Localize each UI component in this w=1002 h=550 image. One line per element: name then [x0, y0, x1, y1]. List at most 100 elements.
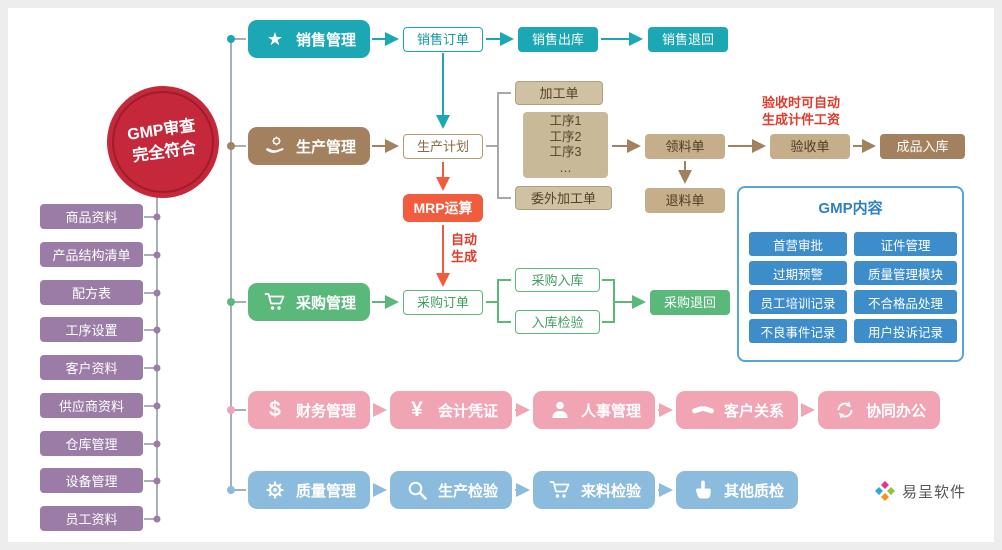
node-label: 其他质检 — [724, 482, 785, 500]
left-menu-label: 工序设置 — [65, 323, 118, 338]
acceptance-note-line1: 验收时可自动 — [762, 95, 841, 110]
node-acceptance: 验收单 — [770, 134, 850, 159]
vendor-logo-icon — [875, 481, 895, 501]
node-label: 销售管理 — [296, 31, 357, 49]
magnifier-icon — [405, 479, 429, 501]
gmp-item-label: 质量管理模块 — [867, 267, 943, 282]
node-label: 成品入库 — [896, 139, 949, 154]
process-step-label: 工序2 — [549, 129, 582, 144]
cart-icon — [263, 291, 287, 313]
dollar-icon: $ — [269, 398, 281, 421]
sync-icon — [833, 399, 857, 421]
node-label: 采购入库 — [531, 272, 584, 288]
node-incoming-inspection: 来料检验 — [533, 471, 655, 509]
gmp-item-label: 员工培训记录 — [760, 296, 836, 311]
gmp-item-adverse-events: 不良事件记录 — [749, 319, 847, 343]
node-finance-management: $ 财务管理 — [248, 391, 370, 429]
node-label: 客户关系 — [724, 402, 785, 420]
gmp-item-label: 不良事件记录 — [760, 325, 836, 340]
yuan-icon: ¥ — [411, 398, 423, 421]
left-menu-label: 供应商资料 — [58, 399, 124, 414]
left-menu-label: 仓库管理 — [65, 437, 118, 452]
left-menu-label: 设备管理 — [65, 474, 118, 489]
production-bracket — [486, 92, 511, 199]
node-purchase-inbound: 采购入库 — [515, 268, 600, 292]
node-sales-management: ★ 销售管理 — [248, 20, 370, 58]
node-label: 委外加工单 — [530, 190, 596, 206]
node-inbound-inspection: 入库检验 — [515, 310, 600, 334]
node-quality-management: 质量管理 — [248, 471, 370, 509]
person-icon — [548, 399, 572, 421]
node-hr-management: 人事管理 — [533, 391, 655, 429]
gmp-badge: GMP审查 完全符合 — [99, 78, 227, 206]
node-sales-outbound: 销售出库 — [518, 27, 598, 52]
node-label: 会计凭证 — [438, 402, 499, 420]
gmp-panel: GMP内容 首营审批 过期预警 员工培训记录 不良事件记录 证件管理 质量管理模… — [737, 186, 964, 362]
gmp-item-nonconforming: 不合格品处理 — [854, 290, 957, 314]
acceptance-note-line2: 生成计件工资 — [762, 112, 841, 127]
gmp-item-complaints: 用户投诉记录 — [854, 319, 957, 343]
node-label: 采购订单 — [416, 295, 469, 310]
main-trunk-lines — [230, 38, 246, 491]
left-menu-label: 员工资料 — [65, 512, 118, 527]
process-step-label: 工序1 — [549, 114, 582, 128]
gmp-item-label: 首营审批 — [772, 238, 823, 253]
node-production-plan: 生产计划 — [403, 134, 483, 159]
node-material-requisition: 领料单 — [645, 134, 725, 159]
node-production-management: 生产管理 — [248, 127, 370, 165]
node-label: 退料单 — [665, 193, 705, 208]
left-menu-item-suppliers: 供应商资料 — [40, 393, 143, 418]
gmp-item-expiry-warning: 过期预警 — [749, 261, 847, 285]
node-label: 来料检验 — [581, 482, 642, 500]
gmp-badge-line2: 完全符合 — [131, 139, 198, 166]
left-menu-label: 客户资料 — [65, 361, 118, 376]
node-label: 协同办公 — [866, 402, 927, 420]
star-icon: ★ — [266, 28, 284, 49]
left-menu-label: 产品结构清单 — [52, 248, 131, 263]
acceptance-note: 验收时可自动 生成计件工资 — [762, 94, 840, 128]
node-label: 质量管理 — [296, 482, 357, 500]
cart-icon — [548, 479, 572, 501]
gmp-item-label: 不合格品处理 — [867, 296, 943, 311]
left-menu-label: 商品资料 — [65, 210, 118, 225]
process-step-label: 工序3 — [549, 145, 582, 159]
node-process-steps: 工序1 工序2 工序3 … — [523, 112, 608, 178]
left-menu-label: 配方表 — [71, 286, 111, 301]
gmp-item-certificates: 证件管理 — [854, 232, 957, 256]
auto-generate-label: 自动 生成 — [451, 231, 477, 265]
gear-icon — [263, 478, 287, 502]
node-accounting-voucher: ¥ 会计凭证 — [390, 391, 512, 429]
node-process-order: 加工单 — [515, 81, 603, 105]
node-collaborative-office: 协同办公 — [818, 391, 940, 429]
node-label: 入库检验 — [531, 314, 584, 330]
left-menu-item-warehouse: 仓库管理 — [40, 431, 143, 456]
gmp-item-quality-module: 质量管理模块 — [854, 261, 957, 285]
gmp-item-label: 证件管理 — [880, 238, 931, 253]
vendor-logo-text: 易呈软件 — [902, 483, 967, 501]
gmp-panel-title: GMP内容 — [818, 200, 883, 217]
node-outsource-order: 委外加工单 — [515, 186, 612, 210]
node-sales-order: 销售订单 — [403, 27, 483, 52]
node-label: 采购管理 — [296, 294, 357, 312]
node-purchase-management: 采购管理 — [248, 283, 370, 321]
auto-generate-line2: 生成 — [451, 249, 478, 264]
node-mrp: MRP运算 — [403, 194, 483, 222]
process-step-ellipsis: … — [559, 160, 572, 175]
left-menu-item-goods: 商品资料 — [40, 204, 143, 229]
node-label: 采购退回 — [663, 295, 716, 310]
node-label: 加工单 — [539, 85, 579, 101]
gmp-item-label: 过期预警 — [772, 267, 823, 282]
node-label: MRP运算 — [413, 200, 473, 216]
node-label: 销售订单 — [416, 32, 469, 47]
gmp-item-first-approval: 首营审批 — [749, 232, 847, 256]
vendor-logo: 易呈软件 — [874, 480, 966, 502]
node-label: 财务管理 — [296, 402, 357, 420]
pointer-hand-icon — [691, 479, 715, 501]
gmp-badge-line1: GMP审查 — [126, 117, 197, 144]
node-label: 人事管理 — [581, 402, 642, 420]
left-menu-item-equipment: 设备管理 — [40, 468, 143, 493]
gmp-item-training-records: 员工培训记录 — [749, 290, 847, 314]
node-label: 领料单 — [665, 139, 705, 154]
hand-gear-icon — [263, 134, 287, 158]
gmp-item-label: 用户投诉记录 — [867, 325, 943, 340]
